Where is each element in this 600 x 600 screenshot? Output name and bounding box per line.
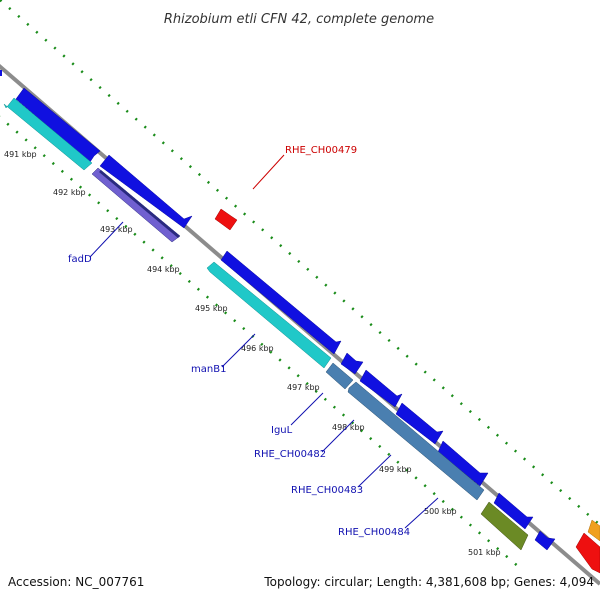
tick-label: 492 kbp (53, 188, 86, 197)
tick-label: 491 kbp (4, 150, 37, 159)
inner-dotted-track (0, 115, 521, 569)
gene-cyan-1[interactable] (3, 97, 93, 171)
label-leaders (89, 154, 439, 529)
gene-label-manb1[interactable]: manB1 (191, 364, 226, 375)
gene-steel-rhe_ch00482[interactable] (347, 381, 485, 501)
gene-labels: RHE_CH00479 fadD manB1 IguL RHE_CH00482 … (68, 145, 410, 538)
gene-forward-1[interactable] (15, 87, 101, 163)
accession-text: Accession: NC_007761 (8, 575, 144, 589)
tick-label: 495 kbp (195, 304, 228, 313)
outer-dotted-track (0, 0, 600, 526)
gene-label-fadd[interactable]: fadD (68, 254, 92, 265)
gene-forward-6[interactable] (395, 402, 444, 445)
gene-steel-igul[interactable] (325, 362, 354, 390)
gene-orange-edge[interactable] (587, 519, 600, 542)
gene-label-rhe_ch00484[interactable]: RHE_CH00484 (338, 527, 410, 538)
gene-forward-9[interactable] (534, 530, 556, 551)
tick-label: 500 kbp (424, 507, 457, 516)
genome-summary-text: Topology: circular; Length: 4,381,608 bp… (263, 575, 594, 589)
gene-label-rhe_ch00482[interactable]: RHE_CH00482 (254, 449, 326, 460)
gene-purple-fadd-inner (99, 170, 180, 238)
gene-forward-8[interactable] (493, 492, 534, 530)
tick-label: 497 kbp (287, 383, 320, 392)
gene-label-rhe_ch00483[interactable]: RHE_CH00483 (291, 485, 363, 496)
tick-label: 498 kbp (332, 423, 365, 432)
gene-red-edge[interactable] (575, 532, 600, 574)
gene-label-igul[interactable]: IguL (271, 425, 293, 436)
tick-label: 494 kbp (147, 265, 180, 274)
tick-label: 499 kbp (379, 465, 412, 474)
tick-label: 496 kbp (241, 344, 274, 353)
gene-forward-7[interactable] (437, 440, 489, 487)
gene-forward-2[interactable] (99, 154, 193, 229)
gene-red-rhe_ch00479[interactable] (214, 208, 238, 231)
map-title: Rhizobium etli CFN 42, complete genome (164, 12, 434, 27)
tick-label: 501 kbp (468, 548, 501, 557)
gene-cyan-manb1[interactable] (206, 261, 332, 369)
gene-label-rhe_ch00479[interactable]: RHE_CH00479 (285, 145, 357, 156)
gene-forward-4[interactable] (340, 352, 364, 375)
gene-forward-3[interactable] (220, 250, 342, 355)
gene-fragment-left (0, 70, 2, 76)
kbp-ticks: 491 kbp 492 kbp 493 kbp 494 kbp 495 kbp … (4, 150, 501, 557)
gene-forward-5[interactable] (359, 369, 403, 408)
gene-olive-rhe_ch00484[interactable] (480, 501, 529, 551)
